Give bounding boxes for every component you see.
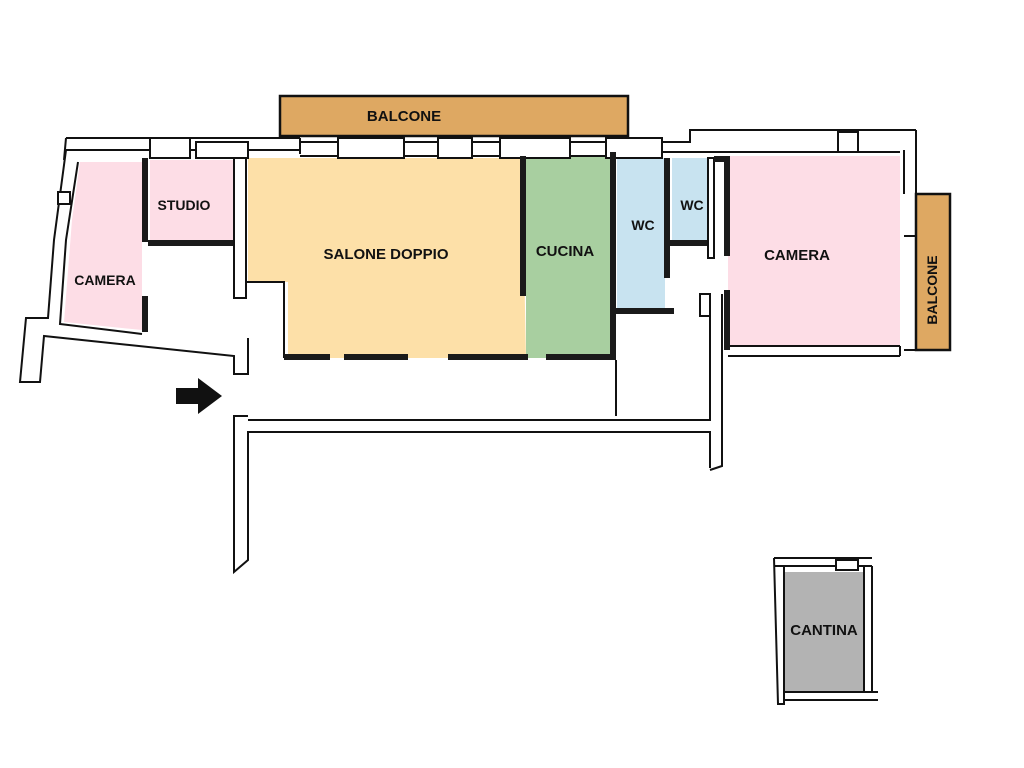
balcone-right-label: BALCONE — [924, 255, 940, 324]
studio-area — [150, 160, 234, 242]
cucina-label: CUCINA — [536, 243, 594, 260]
balcone-top-area — [278, 94, 630, 138]
balcone-right-area — [914, 192, 952, 352]
balcone-top-label: BALCONE — [367, 108, 441, 125]
studio-label: STUDIO — [158, 197, 211, 213]
camera-left-area — [64, 162, 142, 330]
cantina-label: CANTINA — [790, 622, 858, 639]
wc-1-area — [617, 158, 665, 308]
salone-area — [248, 158, 526, 358]
entrance-arrow-icon — [176, 378, 222, 414]
cucina-area — [526, 156, 614, 358]
cantina-walls — [773, 557, 878, 705]
camera-right-label: CAMERA — [764, 247, 830, 264]
camera-left-label: CAMERA — [74, 272, 135, 288]
cantina-area — [784, 572, 864, 692]
wc-2-label: WC — [680, 197, 703, 213]
salone-label: SALONE DOPPIO — [323, 246, 448, 263]
outer-walls — [18, 129, 917, 575]
wc-2-area — [672, 158, 710, 240]
wc-1-label: WC — [631, 217, 654, 233]
camera-right-area — [728, 156, 900, 346]
